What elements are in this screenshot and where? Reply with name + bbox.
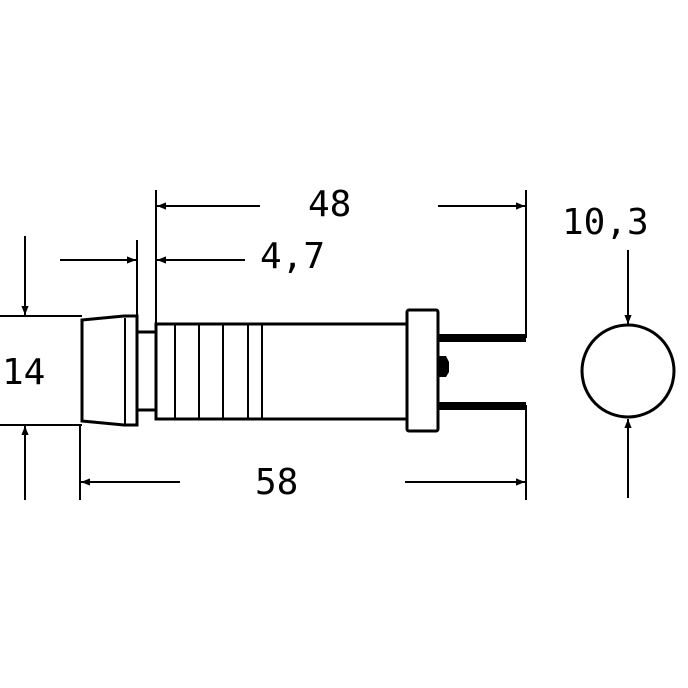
body — [154, 322, 409, 421]
flange — [405, 308, 440, 433]
dimension-arrows — [21, 202, 632, 500]
cap — [80, 314, 139, 427]
top-pin — [438, 334, 526, 342]
dim-label-48: 48 — [308, 184, 351, 225]
dim-label-10-3: 10,3 — [562, 202, 649, 243]
dim-label-14: 14 — [2, 352, 45, 393]
pin-nub — [438, 356, 449, 377]
bottom-pin — [438, 402, 526, 410]
neck — [135, 330, 158, 412]
dim-label-58: 58 — [255, 462, 298, 503]
extension-lines — [0, 190, 527, 500]
lamp-side-view — [80, 308, 526, 433]
lamp-front-view — [580, 323, 676, 419]
dim-label-4-7: 4,7 — [260, 236, 325, 277]
body-grooves — [174, 324, 263, 419]
